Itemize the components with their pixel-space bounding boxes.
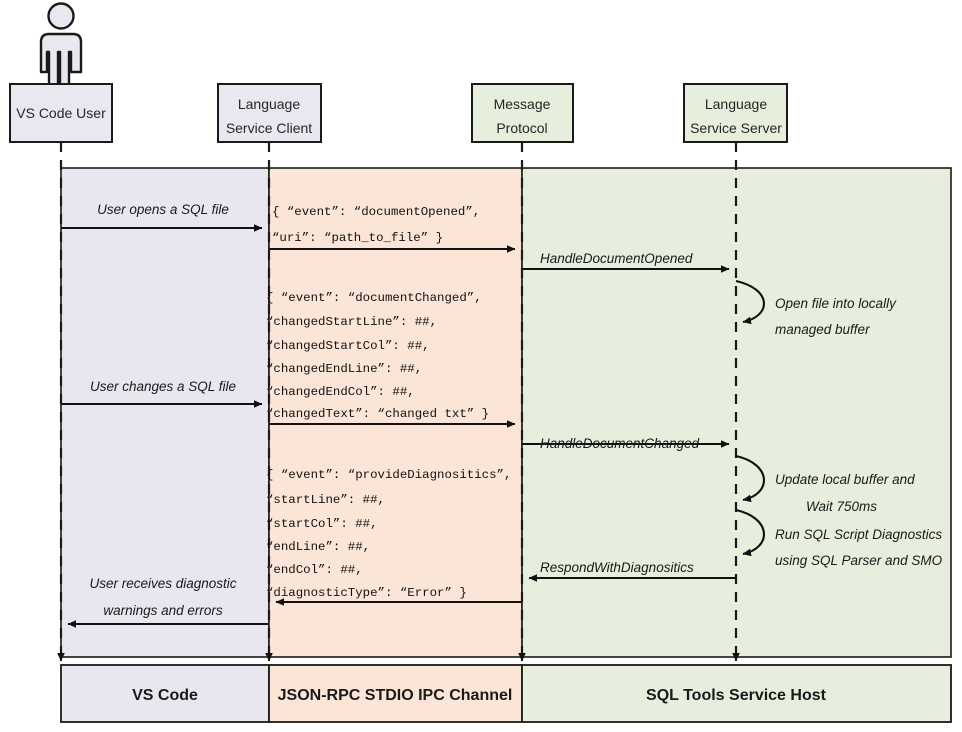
annotation-update-buffer-and-wait-line1: Update local buffer and: [775, 472, 915, 487]
lifeline-box-message-protocol[interactable]: [471, 83, 574, 143]
json-line: “changedText”: “changed txt” }: [266, 407, 489, 421]
lifeline-label-language-service-client-line1: Language: [238, 96, 301, 112]
json-payload-provide-diagnositics: { “event”: “provideDiagnositics”, “start…: [266, 468, 511, 600]
json-payload-document-opened: { “event”: “documentOpened”, “uri”: “pat…: [272, 205, 480, 245]
json-line: “startCol”: ##,: [266, 517, 378, 531]
lifeline-box-language-service-server[interactable]: [683, 83, 788, 143]
label-user-opens-sql-file: User opens a SQL file: [97, 202, 229, 217]
self-loop-open-file-into-buffer[interactable]: [735, 279, 765, 325]
message-arrows: [61, 224, 736, 628]
lifeline-terminators: [57, 650, 740, 662]
self-call-annotations: Open file into locally managed buffer Up…: [775, 296, 943, 568]
label-handle-document-opened: HandleDocumentOpened: [540, 251, 693, 266]
label-respond-with-diagnositics: RespondWithDiagnositics: [540, 560, 694, 575]
handler-labels: HandleDocumentOpened HandleDocumentChang…: [540, 251, 700, 575]
footer-label-vs-code: VS Code: [132, 687, 198, 704]
band-vscode: [60, 167, 270, 658]
footer-segment-sql-tools[interactable]: [521, 664, 952, 723]
json-payload-document-changed: { “event”: “documentChanged”, “changedSt…: [266, 291, 489, 421]
footer-label-sql-tools: SQL Tools Service Host: [646, 687, 827, 704]
json-line: { “event”: “provideDiagnositics”,: [266, 468, 511, 482]
footer-label-json-rpc: JSON-RPC STDIO IPC Channel: [278, 687, 513, 704]
json-line: “changedStartCol”: ##,: [266, 339, 430, 353]
lifeline-label-language-service-server-line2: Service Server: [690, 120, 782, 136]
annotation-run-sql-script-diagnostics-line1: Run SQL Script Diagnostics: [775, 527, 942, 542]
json-line: “startLine”: ##,: [266, 493, 385, 507]
lifeline-box-language-service-client[interactable]: [217, 83, 322, 143]
json-line: “changedEndLine”: ##,: [266, 362, 422, 376]
lifeline-label-vscode-user: VS Code User: [16, 105, 106, 121]
json-line: “changedStartLine”: ##,: [266, 315, 437, 329]
self-loop-run-sql-script-diagnostics[interactable]: [735, 508, 765, 557]
annotation-open-file-into-buffer-line2: managed buffer: [775, 322, 870, 337]
annotation-open-file-into-buffer-line1: Open file into locally: [775, 296, 897, 311]
lifeline-label-language-service-client-line2: Service Client: [226, 120, 312, 136]
footer-bar: VS Code JSON-RPC STDIO IPC Channel SQL T…: [60, 664, 952, 723]
lifeline-box-vscode-user[interactable]: [9, 83, 113, 143]
self-loop-update-buffer-and-wait[interactable]: [735, 454, 765, 503]
label-user-receives-diagnostics-line1: User receives diagnostic: [89, 576, 236, 591]
left-message-labels: User opens a SQL file User changes a SQL…: [89, 202, 236, 618]
lifeline-label-message-protocol-line1: Message: [494, 96, 551, 112]
json-line: { “event”: “documentOpened”,: [272, 205, 480, 219]
lifelines-dashed: [59, 142, 738, 663]
json-line: “changedEndCol”: ##,: [266, 385, 415, 399]
json-line: “uri”: “path_to_file” }: [272, 231, 443, 245]
json-line: “endLine”: ##,: [266, 540, 370, 554]
annotation-update-buffer-and-wait-line2: Wait 750ms: [806, 499, 877, 514]
lifeline-headers: VS Code User Language Service Client Mes…: [9, 83, 788, 143]
annotation-run-sql-script-diagnostics-line2: using SQL Parser and SMO: [775, 553, 943, 568]
label-handle-document-changed: HandleDocumentChanged: [540, 436, 700, 451]
self-call-loops: [735, 279, 765, 557]
lifeline-label-language-service-server-line1: Language: [705, 96, 768, 112]
json-line: “diagnosticType”: “Error” }: [266, 586, 467, 600]
json-line: “endCol”: ##,: [266, 563, 363, 577]
label-user-changes-sql-file: User changes a SQL file: [90, 379, 236, 394]
label-user-receives-diagnostics-line2: warnings and errors: [103, 603, 223, 618]
footer-segment-json-rpc[interactable]: [268, 664, 523, 723]
json-line: { “event”: “documentChanged”,: [266, 291, 482, 305]
lifeline-label-message-protocol-line2: Protocol: [496, 120, 547, 136]
